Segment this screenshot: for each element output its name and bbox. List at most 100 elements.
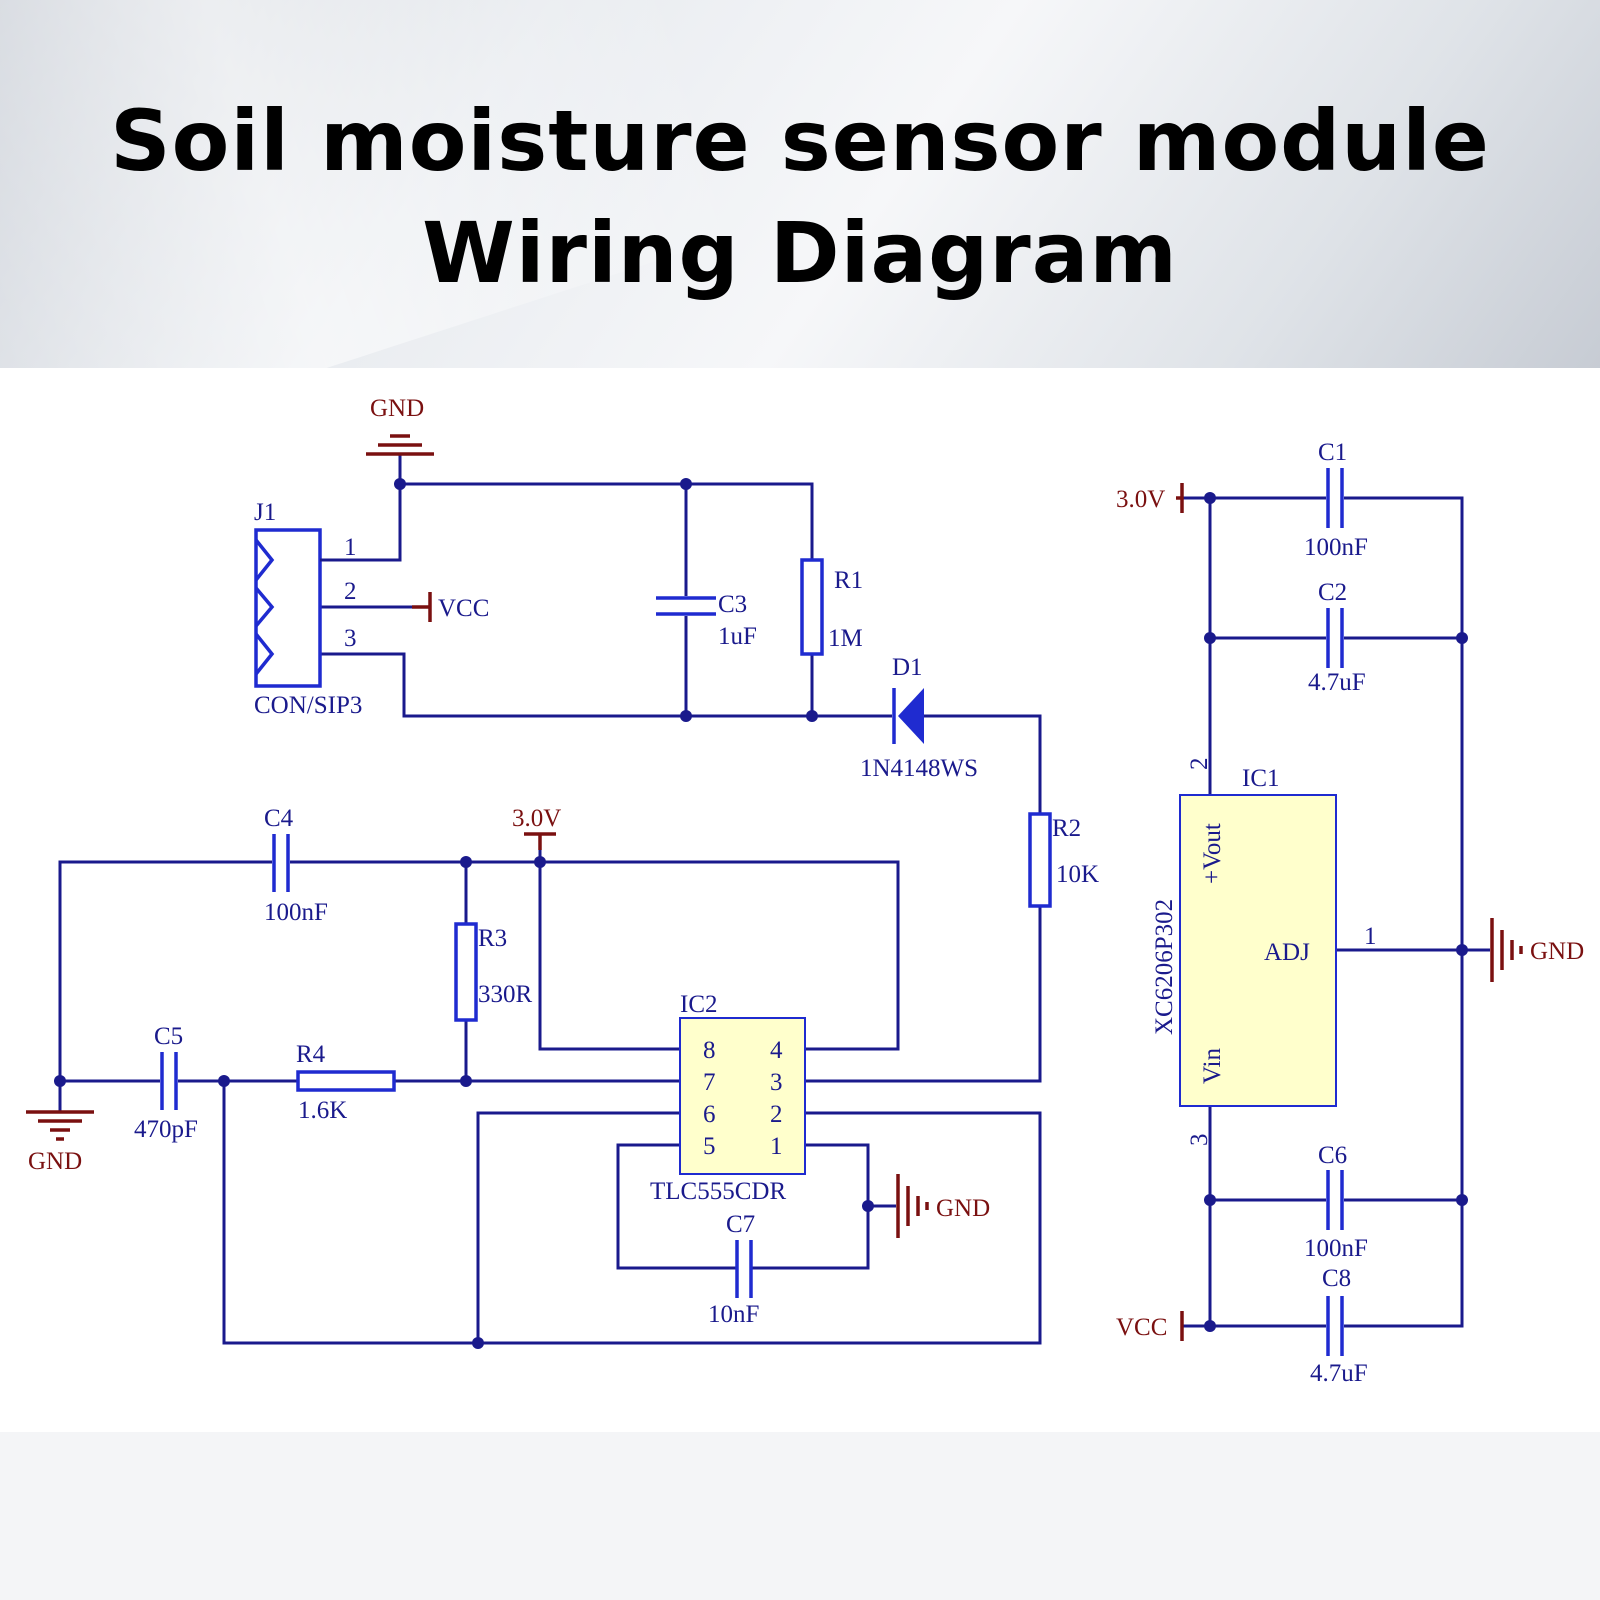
- vcc-label: VCC: [438, 595, 489, 622]
- r3-ref: R3: [478, 925, 507, 952]
- ic1-pin-vin: 3: [1186, 1134, 1213, 1147]
- ic2-tlc555: IC2 8 7 6 5 4 3 2 1 TLC555CDR: [650, 991, 806, 1205]
- power-3v-symbol-ic2: 3.0V: [512, 805, 561, 850]
- j1-ref: J1: [254, 499, 276, 526]
- ic1-vin: Vin: [1199, 1048, 1226, 1084]
- ic2-pin-8: 8: [703, 1037, 716, 1064]
- footer-band: [0, 1432, 1600, 1600]
- c8-ref: C8: [1322, 1265, 1351, 1292]
- power-3v-symbol-reg: 3.0V: [1116, 483, 1184, 513]
- c5-ref: C5: [154, 1023, 183, 1050]
- gnd-label: GND: [370, 395, 424, 422]
- vcc-symbol-reg: VCC: [1116, 1311, 1184, 1341]
- wire-c7-left: [616, 1143, 736, 1270]
- gnd-symbol-left: GND: [26, 1110, 94, 1175]
- junction-dot: [680, 710, 692, 722]
- resistor-r3: R3 330R: [454, 922, 533, 1022]
- ic2-pin-1: 1: [770, 1133, 783, 1160]
- ic1-part: XC6206P302: [1151, 899, 1178, 1035]
- capacitor-c6: C6 100nF: [1304, 1142, 1368, 1262]
- c2-value: 4.7uF: [1308, 669, 1366, 696]
- junction-dot: [460, 856, 472, 868]
- capacitor-c3: C3 1uF: [656, 591, 757, 650]
- title-line-1: Soil moisture sensor module: [110, 92, 1490, 190]
- wire-r2-ic2-pin3: [805, 906, 1042, 1083]
- d1-ref: D1: [892, 654, 923, 681]
- ic2-pin-6: 6: [703, 1101, 716, 1128]
- junction-dot: [1204, 492, 1216, 504]
- capacitor-c1: C1 100nF: [1304, 439, 1368, 561]
- junction-dot: [394, 478, 406, 490]
- wire-j1-pin3: [320, 652, 878, 718]
- junction-dot: [806, 710, 818, 722]
- capacitor-c4: C4 100nF: [264, 805, 328, 926]
- ic1-vout: +Vout: [1199, 823, 1226, 884]
- gnd-label: GND: [936, 1195, 990, 1222]
- wire-c4-right: [290, 860, 900, 1051]
- ic2-pin-7: 7: [703, 1069, 716, 1096]
- gnd-symbol-top: GND: [366, 395, 434, 456]
- resistor-r4: R4 1.6K: [296, 1041, 396, 1124]
- c4-ref: C4: [264, 805, 294, 832]
- r4-ref: R4: [296, 1041, 326, 1068]
- c5-value: 470pF: [134, 1116, 198, 1143]
- ic2-ref: IC2: [680, 991, 718, 1018]
- vcc-symbol-j1: VCC: [412, 592, 489, 622]
- ic1-ref: IC1: [1242, 765, 1280, 792]
- wire-top-bus: [400, 482, 814, 560]
- ic1-xc6206: IC1 ADJ 1 +Vout Vin XC6206P302 2 3: [1151, 758, 1377, 1147]
- capacitor-c7: C7 10nF: [708, 1211, 759, 1328]
- c8-value: 4.7uF: [1310, 1360, 1368, 1387]
- ic2-pin-3: 3: [770, 1069, 783, 1096]
- c6-ref: C6: [1318, 1142, 1347, 1169]
- ic2-pin-4: 4: [770, 1037, 783, 1064]
- resistor-r2: R2 10K: [1028, 812, 1099, 908]
- wire-bottom-loop: [222, 1081, 1042, 1345]
- v30-label: 3.0V: [1116, 486, 1165, 513]
- c4-value: 100nF: [264, 899, 328, 926]
- capacitor-c5: C5 470pF: [134, 1023, 198, 1143]
- c3-value: 1uF: [718, 623, 757, 650]
- ic2-pin-5: 5: [703, 1133, 716, 1160]
- gnd-label: GND: [1530, 938, 1584, 965]
- c1-value: 100nF: [1304, 534, 1368, 561]
- junction-dot: [1204, 632, 1216, 644]
- wire-ic2-pin8: [538, 862, 680, 1051]
- r2-value: 10K: [1056, 861, 1099, 888]
- ic1-pin-adj: 1: [1364, 923, 1377, 950]
- j1-pin-3: 3: [344, 625, 357, 652]
- junction-dot: [1204, 1194, 1216, 1206]
- ic2-part: TLC555CDR: [650, 1178, 786, 1205]
- vcc-label: VCC: [1116, 1314, 1167, 1341]
- connector-j1: J1 1 2 3 CON/SIP3: [254, 499, 362, 719]
- c6-value: 100nF: [1304, 1235, 1368, 1262]
- d1-value: 1N4148WS: [860, 755, 978, 782]
- r4-value: 1.6K: [298, 1097, 347, 1124]
- c1-ref: C1: [1318, 439, 1347, 466]
- ic1-adj: ADJ: [1264, 939, 1310, 966]
- gnd-label: GND: [28, 1148, 82, 1175]
- gnd-symbol-reg: GND: [1490, 918, 1584, 982]
- junction-dot: [680, 478, 692, 490]
- ic2-pin-2: 2: [770, 1101, 783, 1128]
- junction-dot: [1456, 944, 1468, 956]
- j1-pin-1: 1: [344, 534, 357, 561]
- junction-dot: [472, 1337, 484, 1349]
- r2-ref: R2: [1052, 815, 1081, 842]
- resistor-r1: R1 1M: [800, 558, 863, 656]
- gnd-symbol-ic2: GND: [896, 1174, 990, 1238]
- c2-ref: C2: [1318, 579, 1347, 606]
- capacitor-c2: C2 4.7uF: [1308, 579, 1366, 696]
- r1-value: 1M: [828, 625, 863, 652]
- junction-dot: [1204, 1320, 1216, 1332]
- junction-dot: [54, 1075, 66, 1087]
- junction-dot: [218, 1075, 230, 1087]
- junction-dot: [862, 1200, 874, 1212]
- title-banner: Soil moisture sensor module Wiring Diagr…: [0, 0, 1600, 368]
- junctions: [54, 478, 1468, 1349]
- junction-dot: [1456, 1194, 1468, 1206]
- title-line-2: Wiring Diagram: [422, 204, 1178, 302]
- wire-right-rail: [1344, 496, 1464, 1328]
- wire-c4-left: [58, 860, 272, 1081]
